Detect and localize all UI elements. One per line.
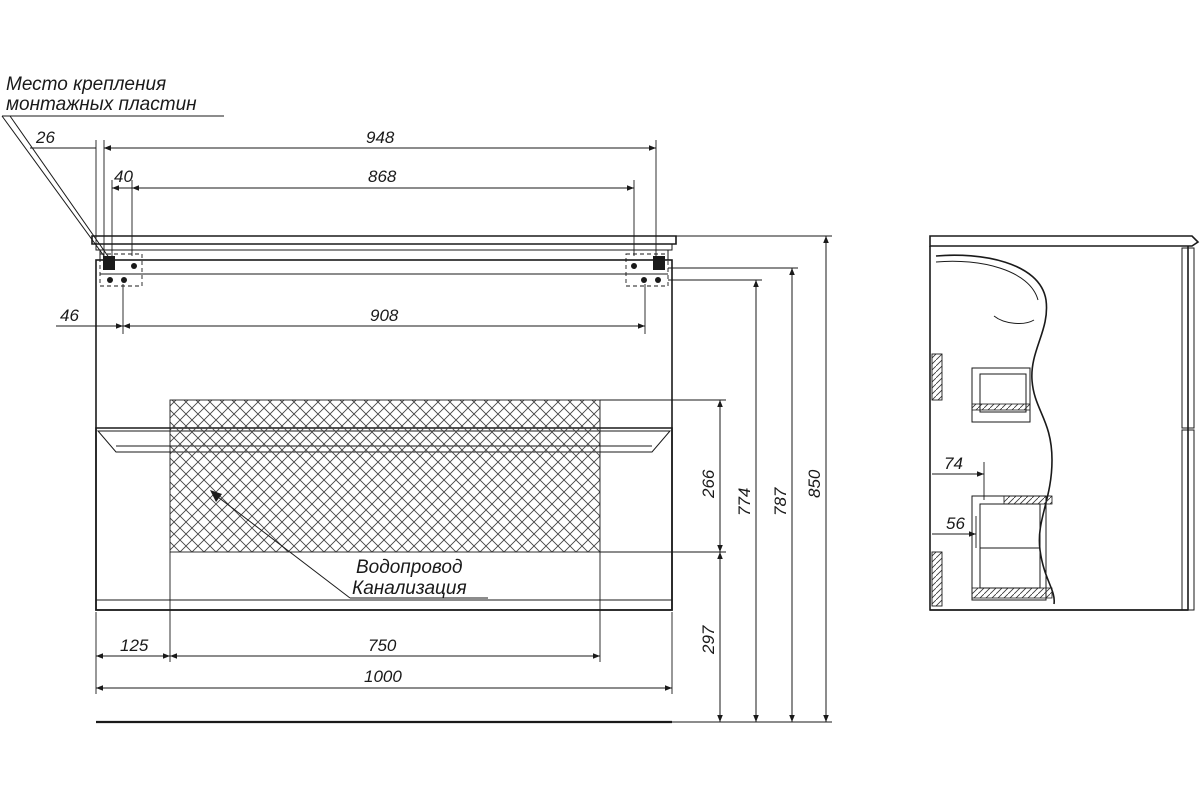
dim-266: 266 [699,469,718,499]
dim-774: 774 [735,488,754,516]
dim-26: 26 [35,128,55,147]
vertical-dimensions: 266 297 774 787 850 [600,235,832,723]
dim-40: 40 [114,167,133,186]
utilities-note-line1: Водопровод [356,557,462,578]
horizontal-dimensions: 26 948 40 868 46 908 125 750 1000 [30,128,673,694]
dim-56: 56 [946,514,965,533]
side-view: 74 56 [929,235,1200,611]
dim-750: 750 [368,636,397,655]
dim-125: 125 [120,636,149,655]
dim-787: 787 [771,487,790,516]
utilities-zone [169,399,601,553]
dim-850: 850 [805,469,824,498]
dim-1000: 1000 [364,667,402,686]
dim-868: 868 [368,167,397,186]
dim-908: 908 [370,306,399,325]
mounting-note-line2: монтажных пластин [6,94,197,115]
mounting-bracket-right [625,253,669,287]
dim-74: 74 [944,454,963,473]
front-view [91,235,677,724]
mounting-note: Место крепления монтажных пластин [1,74,224,263]
front-top-panel [91,235,677,245]
mounting-note-line1: Место крепления [6,74,166,95]
dim-297: 297 [699,625,718,655]
mounting-strip [99,249,669,261]
dim-948: 948 [366,128,395,147]
utilities-note-line2: Канализация [352,578,467,599]
utilities-note: Водопровод Канализация [210,490,488,599]
mounting-bracket-left [99,253,143,287]
dim-46: 46 [60,306,79,325]
